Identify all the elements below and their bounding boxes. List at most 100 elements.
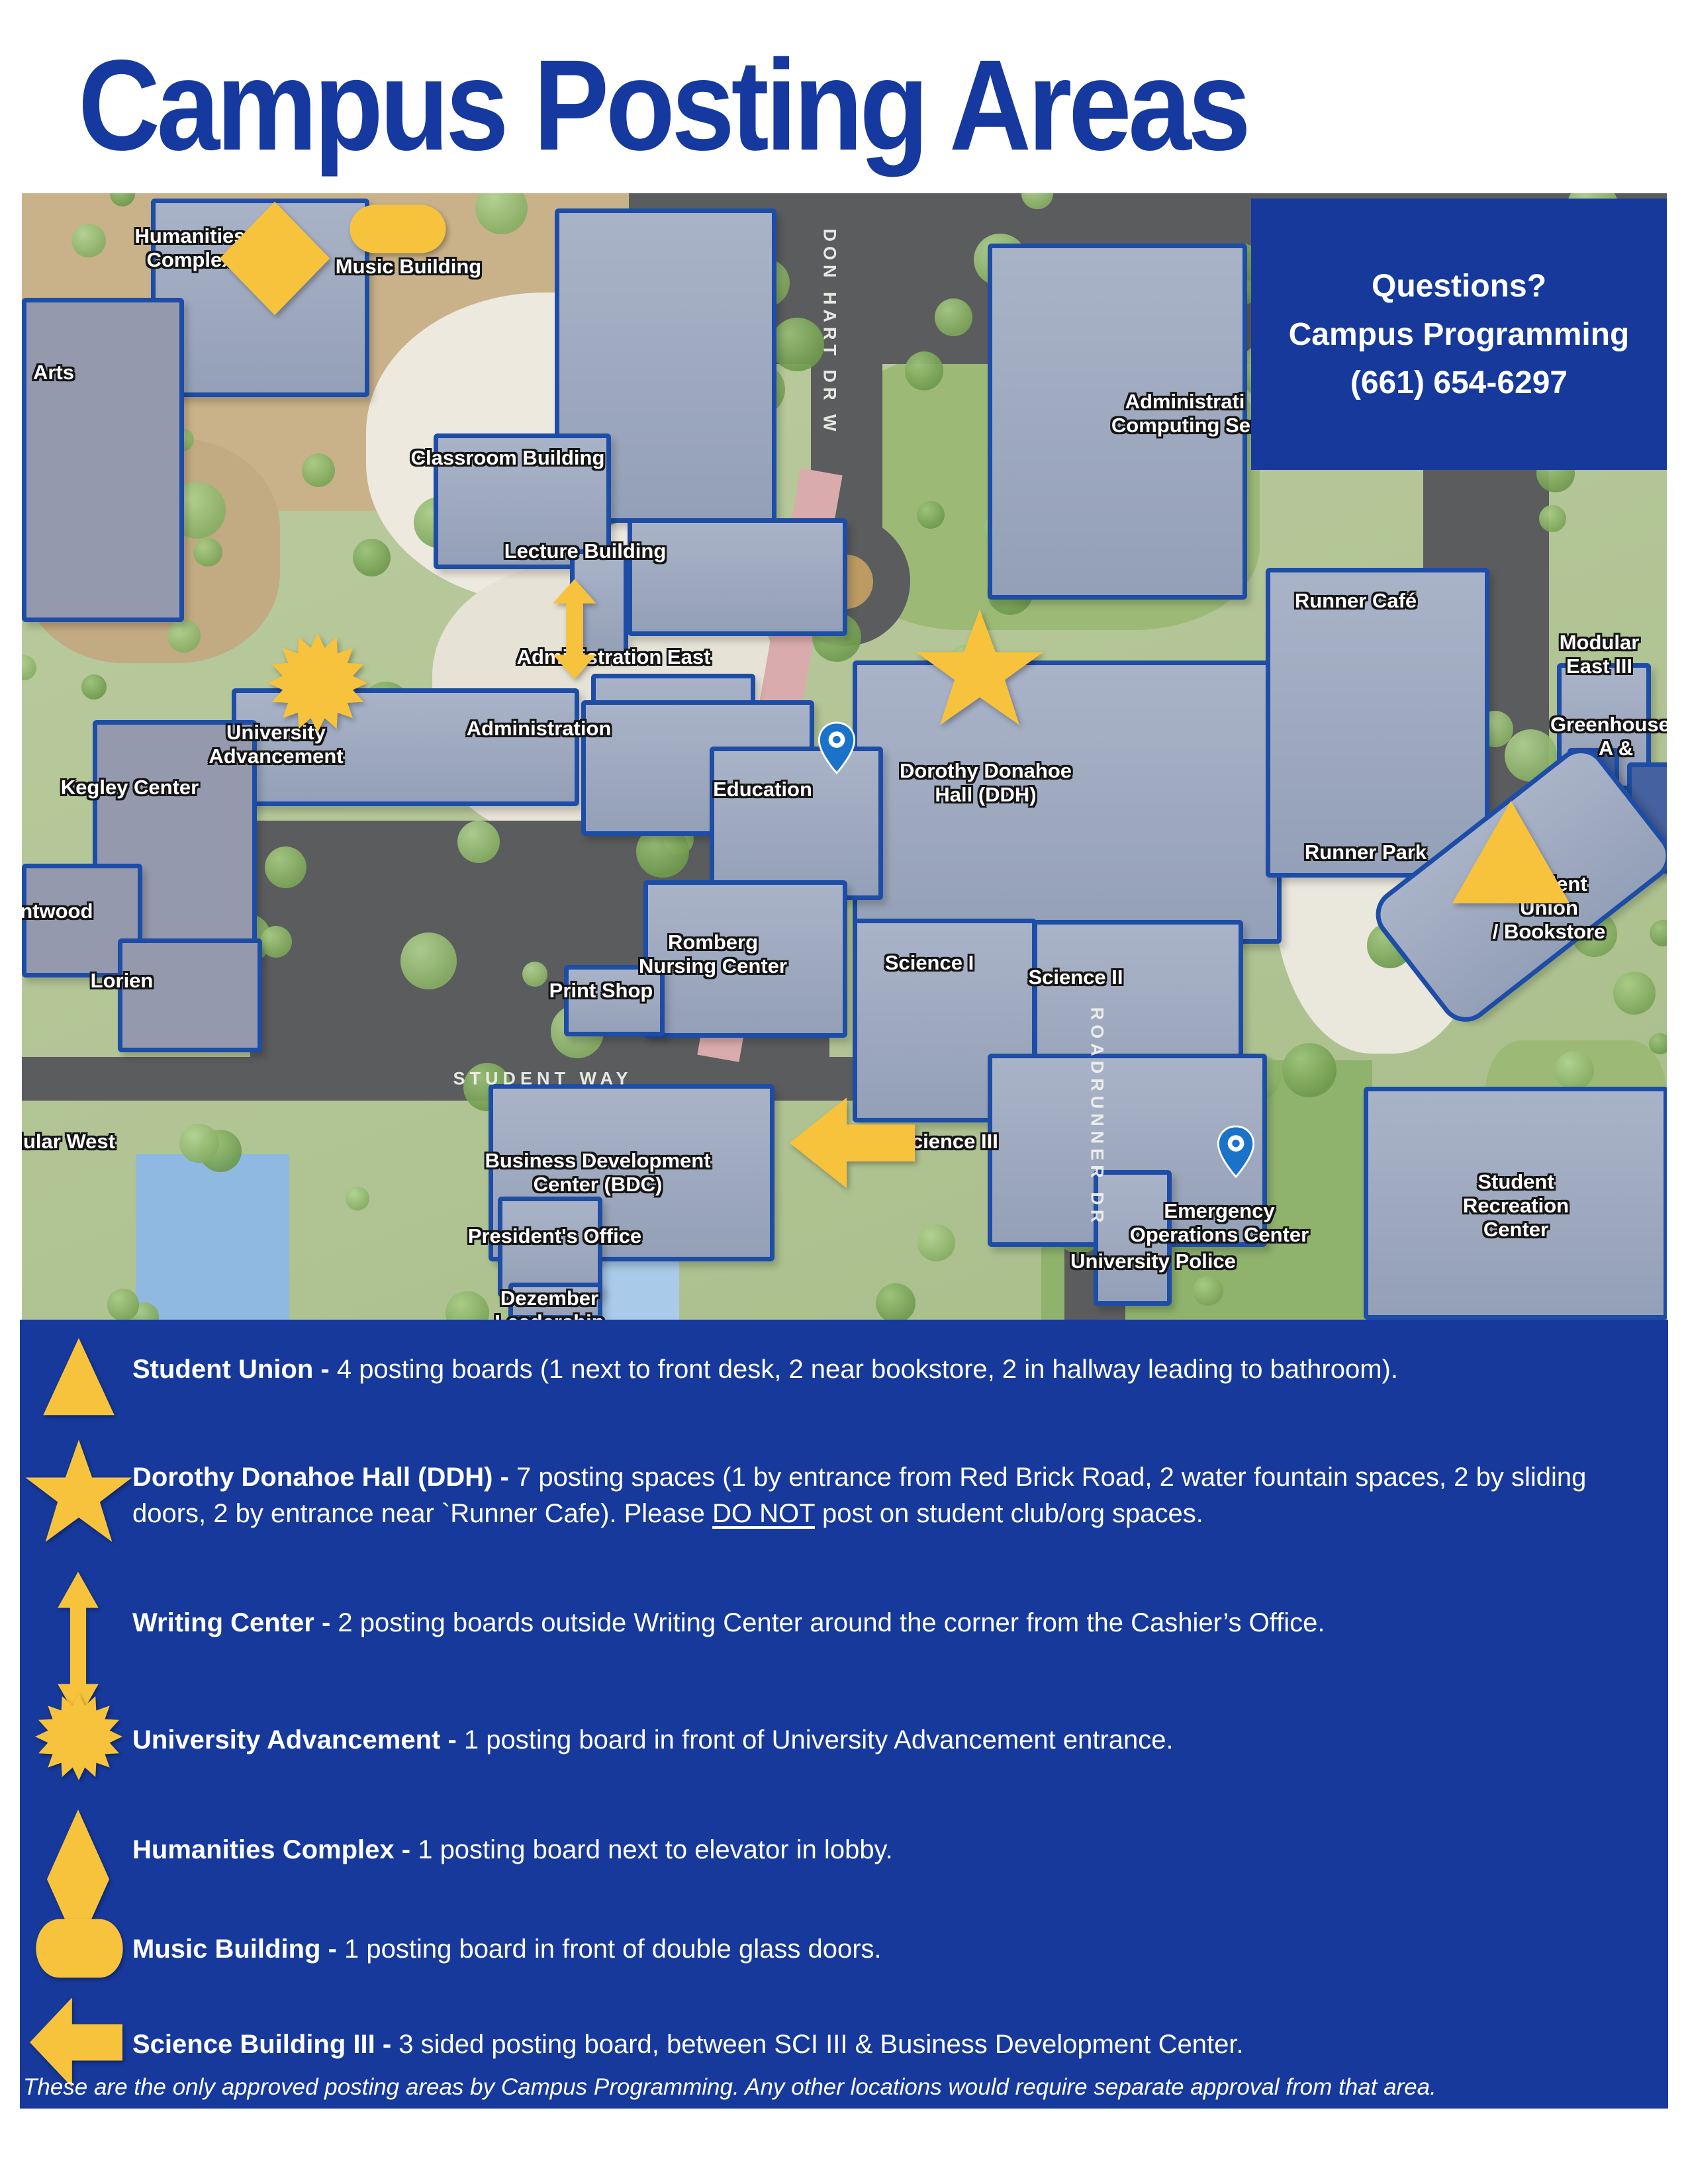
building-label: Emergency Operations Center [1129, 1199, 1309, 1246]
administrative-computing-services [988, 244, 1247, 600]
triangle-icon [42, 1336, 116, 1418]
diamond-icon [46, 1808, 110, 1950]
building-label: President's Office [467, 1224, 642, 1248]
star-icon [914, 607, 1046, 733]
legend-label: Writing Center - [132, 1608, 338, 1637]
building-label: Lecture Building [504, 539, 667, 563]
tree [22, 655, 36, 680]
legend-desc: post on student club/org spaces. [814, 1499, 1203, 1529]
double-arrow-icon [551, 578, 598, 680]
tree [264, 846, 306, 889]
tree [935, 298, 973, 336]
tree [916, 500, 945, 529]
dezember-leadership [508, 1283, 602, 1320]
map-pin-icon [818, 721, 856, 774]
student-recreation-center [1364, 1087, 1667, 1320]
building-label: Music Building [335, 255, 482, 279]
legend-item-music: Music Building - 1 posting board in fron… [132, 1931, 1662, 1968]
legend-item-university-advancement: University Advancement - 1 posting board… [132, 1722, 1662, 1758]
building-label: Modular East III [1559, 631, 1640, 678]
legend-desc: 4 posting boards (1 next to front desk, … [336, 1355, 1398, 1384]
building-label: Runner Park [1304, 841, 1427, 864]
arrow-left-icon [788, 1093, 917, 1193]
building-label: Greenhouses A & [1550, 713, 1667, 760]
building-label: Humanities Complex [134, 224, 246, 271]
legend-item-writing-center: Writing Center - 2 posting boards outsid… [132, 1605, 1662, 1641]
legend-footer: These are the only approved posting area… [23, 2074, 1436, 2100]
legend-label: Science Building III - [132, 2030, 399, 2059]
legend-item-humanities: Humanities Complex - 1 posting board nex… [132, 1832, 1662, 1868]
star-icon [23, 1437, 134, 1549]
tree [167, 619, 201, 653]
legend-desc: 7 posting spaces (1 by entrance from Red… [132, 1463, 1587, 1529]
tree [259, 925, 292, 958]
road-label: STUDENT WAY [453, 1068, 633, 1089]
education [710, 747, 883, 900]
legend-desc: 1 posting board in front of double glass… [344, 1934, 882, 1964]
tennis-court [136, 1154, 289, 1320]
double-arrow-icon [56, 1570, 100, 1722]
presidents-office [498, 1197, 602, 1297]
building-label: Kegley Center [60, 776, 199, 799]
building-label: Administration East [516, 645, 711, 669]
building-label: Administration [466, 717, 612, 741]
legend-panel: Student Union - 4 posting boards (1 next… [20, 1320, 1668, 2109]
diamond-icon [218, 201, 331, 316]
tree [352, 538, 391, 577]
tree [445, 1291, 489, 1320]
triangle-icon [1450, 797, 1572, 907]
tree [475, 193, 528, 235]
tree [1555, 1050, 1595, 1091]
building-label: Dezember Leadership [494, 1287, 604, 1320]
building-label: Student Recreation Center [1462, 1170, 1570, 1241]
building-label: Print Shop [549, 979, 653, 1003]
arts [22, 298, 184, 622]
tree [875, 1283, 916, 1320]
building-label: Arts [32, 361, 75, 385]
building-label: dular West [22, 1130, 115, 1154]
legend-label: Student Union - [132, 1355, 337, 1384]
legend-label: University Advancement - [132, 1725, 464, 1754]
building-label: Lorien [90, 969, 154, 993]
tree [400, 933, 457, 989]
tree [81, 674, 107, 700]
building-label: University Police [1070, 1250, 1236, 1273]
tree [345, 1186, 369, 1210]
tree [1192, 1275, 1223, 1306]
dorothy-donahoe-hall [853, 660, 1282, 944]
legend-desc: 2 posting boards outside Writing Center … [338, 1608, 1325, 1637]
questions-department: Campus Programming [1288, 316, 1630, 352]
tree [522, 962, 548, 987]
building-label: Business Development Center (BDC) [485, 1149, 711, 1196]
tree [917, 1224, 955, 1262]
legend-desc: 1 posting board in front of University A… [463, 1725, 1174, 1754]
questions-phone: (661) 654-6297 [1350, 365, 1568, 400]
legend-label: Music Building - [132, 1934, 344, 1964]
road-label: DON HART DR W [820, 228, 840, 436]
building-label: Science II [1028, 966, 1123, 989]
tree [457, 821, 500, 864]
pill-icon [349, 204, 447, 254]
building-label: University Advancement [209, 721, 344, 768]
page-title: Campus Posting Areas [78, 33, 1251, 177]
legend-item-science-3: Science Building III - 3 sided posting b… [132, 2026, 1662, 2063]
tree [107, 1288, 140, 1320]
questions-box: Questions? Campus Programming (661) 654-… [1251, 199, 1667, 470]
runner-cafe [1266, 568, 1489, 878]
building-label: Runner Café [1294, 589, 1417, 613]
pill-icon [35, 1918, 124, 1979]
legend-desc: 1 posting board next to elevator in lobb… [418, 1835, 893, 1864]
questions-heading: Questions? [1371, 268, 1547, 304]
tree [193, 537, 222, 567]
building-label: Administrati Computing Ser [1111, 390, 1259, 437]
legend-label: Dorothy Donahoe Hall (DDH) - [132, 1463, 516, 1492]
legend-item-ddh: Dorothy Donahoe Hall (DDH) - 7 posting s… [132, 1459, 1662, 1532]
legend-underline-text: DO NOT [712, 1499, 815, 1529]
starburst-icon [268, 633, 367, 733]
legend-desc: 3 sided posting board, between SCI III &… [399, 2030, 1244, 2059]
map-pin-icon [1217, 1125, 1255, 1178]
building-label: Classroom Building [410, 446, 605, 470]
tree [1649, 1032, 1667, 1055]
building-label: Romberg Nursing Center [639, 931, 787, 978]
